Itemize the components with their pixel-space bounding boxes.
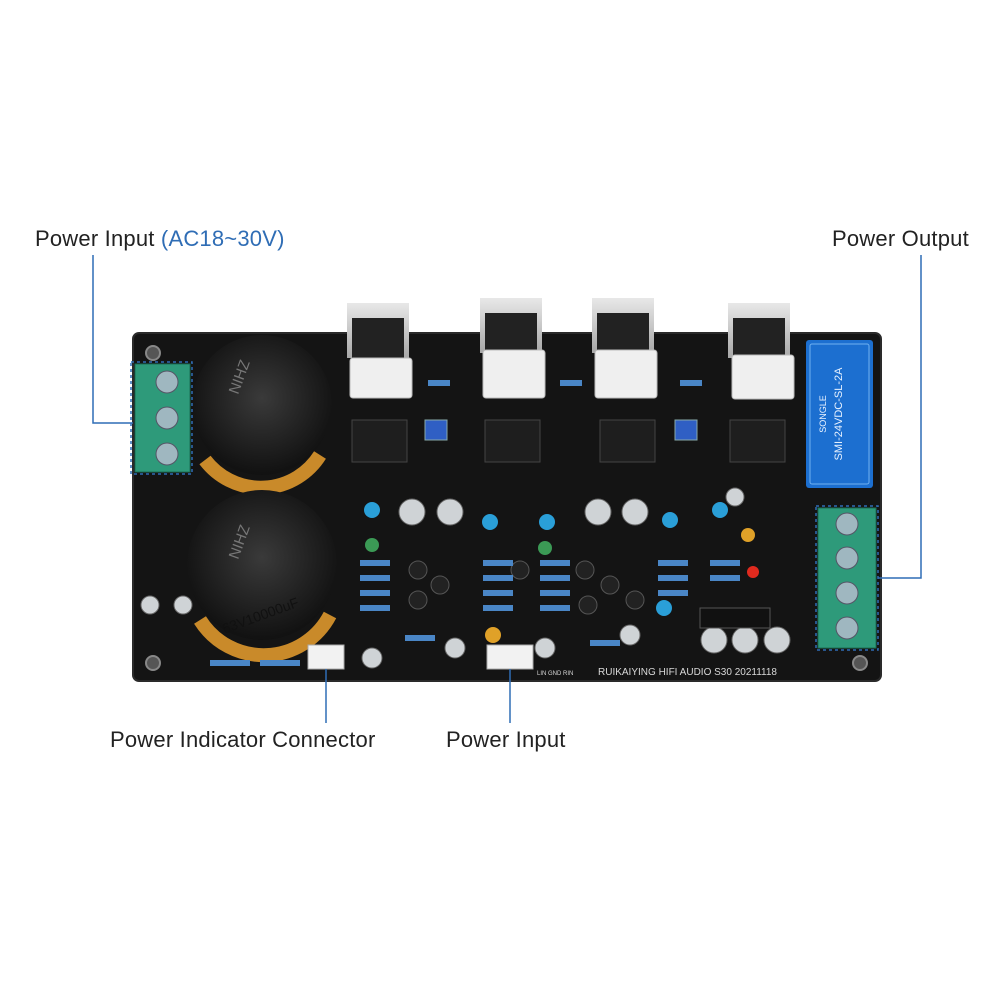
power-indicator-connector (307, 644, 345, 670)
trimmer-pots (424, 419, 698, 441)
silkscreen-model: RUIKAIYING HIFI AUDIO S30 20211118 (598, 667, 777, 678)
power-input-terminal-block (134, 363, 191, 473)
ic-chip (699, 607, 771, 629)
power-output-terminal-block (817, 507, 877, 649)
orange-capacitor (485, 627, 501, 643)
cement-resistors (349, 349, 795, 400)
blue-capacitors (364, 502, 728, 616)
relay: SMI-24VDC-SL-2A SONGLE (806, 340, 873, 488)
power-input-ac-range: (AC18~30V) (160, 226, 285, 251)
small-transistors (408, 560, 645, 615)
resistor-banks (210, 380, 740, 666)
green-capacitor (365, 538, 379, 552)
power-input-ac-text: Power Input (35, 226, 155, 251)
red-led (747, 566, 759, 578)
callout-lines (92, 255, 922, 723)
power-indicator-connector-label: Power Indicator Connector (110, 727, 376, 752)
filter-capacitors: 63V10000uF NIHZ NIHZ (187, 335, 337, 663)
power-input-ac-label: Power Input (AC18~30V) (35, 226, 285, 252)
power-transistors (347, 298, 790, 463)
small-capacitors (140, 487, 791, 669)
orange-capacitor (741, 528, 755, 542)
power-output-label: Power Output (832, 226, 969, 251)
power-input-label: Power Input (446, 727, 566, 752)
audio-input-connector (486, 644, 534, 670)
silkscreen-input-pins: LIN GND RIN (537, 671, 573, 677)
mounting-screws (145, 345, 868, 671)
relay-model-text: SMI-24VDC-SL-2A (833, 367, 845, 461)
relay-brand-text: SONGLE (818, 395, 828, 433)
green-capacitor (538, 541, 552, 555)
